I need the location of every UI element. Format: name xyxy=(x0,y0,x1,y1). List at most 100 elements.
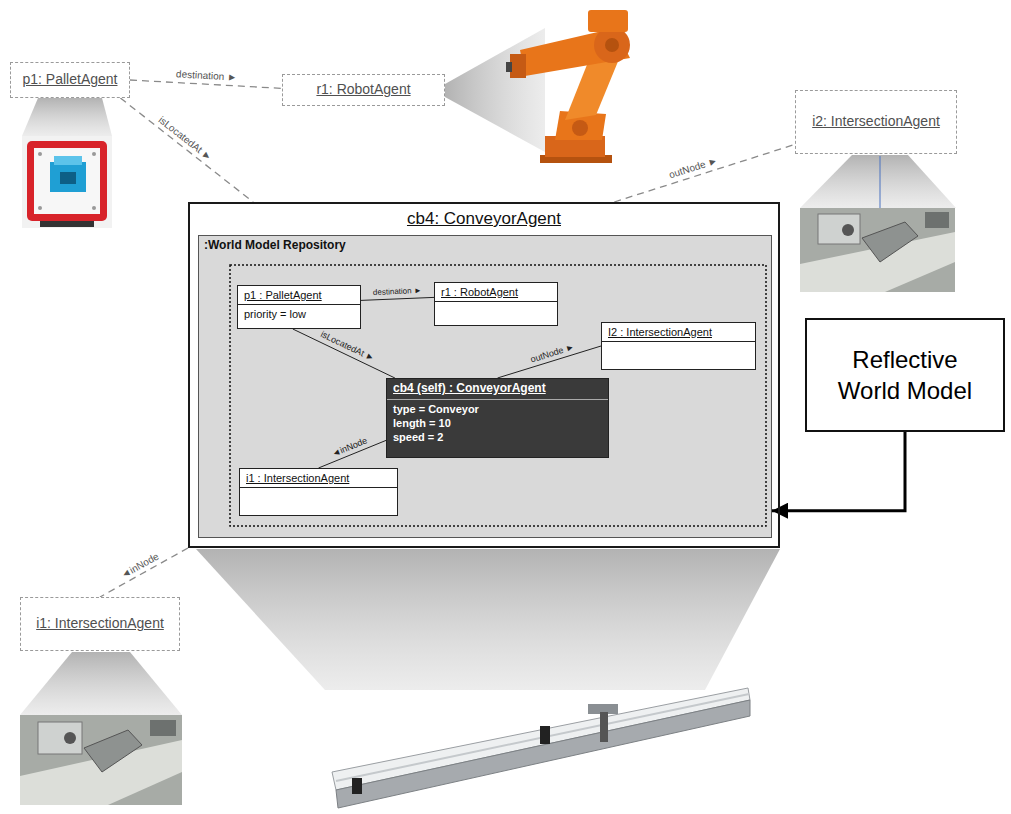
projection-cone xyxy=(20,652,182,715)
attribute-value: priority = low xyxy=(244,307,354,321)
object-attributes: type = Conveyorlength = 10speed = 2 xyxy=(387,400,608,457)
robot-photo xyxy=(572,120,588,136)
pallet-photo xyxy=(38,206,42,210)
robot-photo xyxy=(520,28,630,76)
repository-fill xyxy=(199,236,771,537)
object-box: I2 : IntersectionAgent xyxy=(601,322,756,370)
attribute-value: length = 10 xyxy=(393,416,602,430)
conveyor-photo xyxy=(352,778,362,794)
object-name: p1 : PalletAgent xyxy=(244,288,354,302)
relation-line xyxy=(361,297,434,300)
agent-name: r1: RobotAgent xyxy=(316,81,410,99)
pallet-photo xyxy=(92,206,96,210)
robot-photo xyxy=(605,38,619,52)
update-arrow xyxy=(772,432,905,511)
object-name: i1 : IntersectionAgent xyxy=(246,471,391,485)
projection-cone xyxy=(196,549,780,690)
object-name: r1 : RobotAgent xyxy=(441,285,551,299)
relation-line xyxy=(120,98,253,202)
model-boundary xyxy=(230,265,766,526)
projection-cone xyxy=(20,28,956,715)
repository-ground xyxy=(199,236,771,537)
robot-photo xyxy=(506,10,630,163)
cable-line xyxy=(880,156,881,210)
repository-panel: :World Model Repositoryp1 : PalletAgentp… xyxy=(198,235,772,538)
robot-photo xyxy=(588,10,628,32)
intersection-photo xyxy=(20,715,182,805)
object-header: p1 : PalletAgent xyxy=(238,286,360,305)
object-name: I2 : IntersectionAgent xyxy=(608,325,749,339)
conveyor-photo xyxy=(336,694,749,781)
intersection-photo xyxy=(862,222,918,262)
relation-label: outNode ► xyxy=(668,155,719,181)
pallet-photo xyxy=(40,221,94,227)
relation-label: destination ► xyxy=(176,69,238,83)
intersection-photo xyxy=(150,720,176,736)
pallet-photo xyxy=(34,148,100,214)
projection-cone xyxy=(800,155,956,208)
object-header: i1 : IntersectionAgent xyxy=(240,469,397,488)
robot-photo xyxy=(510,54,526,78)
conveyor-photo xyxy=(332,688,750,808)
intersection-photo xyxy=(842,224,854,236)
panel-title: :World Model Repository xyxy=(199,236,771,252)
relation-label: outNode ► xyxy=(529,342,575,365)
relation-line xyxy=(100,548,188,597)
agent-name: i2: IntersectionAgent xyxy=(812,113,940,131)
relation-label: isLocatedAt ► xyxy=(156,114,214,163)
pallet-photo xyxy=(22,136,112,228)
relation-label: destination ► xyxy=(373,287,422,298)
projection-cone xyxy=(22,98,112,136)
intersection-photo xyxy=(818,214,860,244)
agent-frame: cb4: ConveyorAgent:World Model Repositor… xyxy=(188,202,780,548)
relation-line xyxy=(614,144,795,202)
intersection-photo xyxy=(84,730,142,772)
model-box: Reflective World Model xyxy=(805,318,1005,432)
conveyor-photo xyxy=(540,726,550,744)
relation-label: ◄inNode xyxy=(119,550,161,580)
object-attributes xyxy=(240,488,397,515)
intersection-photo xyxy=(925,212,949,228)
relation-label: ◄inNode xyxy=(331,436,369,459)
object-box: i1 : IntersectionAgent xyxy=(239,468,398,516)
object-header: I2 : IntersectionAgent xyxy=(602,323,755,342)
object-header: r1 : RobotAgent xyxy=(435,283,557,302)
intersection-photo xyxy=(20,715,182,805)
conveyor-photo xyxy=(332,688,750,790)
object-box: p1 : PalletAgent priority = low xyxy=(237,285,361,329)
intersection-photo xyxy=(800,208,955,292)
agent-name: p1: PalletAgent xyxy=(23,71,118,89)
pallet-photo xyxy=(54,156,82,165)
conveyor-photo xyxy=(600,712,608,742)
pallet-photo xyxy=(60,172,76,184)
pallet-photo xyxy=(27,141,107,221)
model-label: Reflective World Model xyxy=(826,344,984,406)
object-box: r1 : RobotAgent xyxy=(434,282,558,326)
object-attributes xyxy=(435,302,557,325)
relation-line xyxy=(130,80,282,88)
intersection-photo xyxy=(38,722,82,754)
pallet-photo xyxy=(38,152,42,156)
object-name: cb4 (self) : ConveyorAgent xyxy=(393,381,602,397)
relation-line xyxy=(319,440,387,468)
object-attributes xyxy=(602,342,755,369)
agent-box: i1: IntersectionAgent xyxy=(20,597,180,651)
object-header: cb4 (self) : ConveyorAgent xyxy=(387,379,608,400)
pallet-photo xyxy=(22,136,112,228)
agent-box: r1: RobotAgent xyxy=(282,74,445,106)
robot-photo xyxy=(594,27,630,63)
relation-line xyxy=(498,346,602,378)
agent-box: i2: IntersectionAgent xyxy=(795,90,957,154)
projection-cone xyxy=(445,28,545,152)
self-object-box: cb4 (self) : ConveyorAgent type = Conveyo… xyxy=(386,378,609,458)
relation-label: isLocatedAt ► xyxy=(319,330,376,364)
attribute-value: speed = 2 xyxy=(393,430,602,444)
conveyor-photo xyxy=(336,700,750,808)
intersection-photo xyxy=(64,732,76,744)
agent-box: p1: PalletAgent xyxy=(10,62,130,98)
intersection-photo xyxy=(800,208,955,292)
